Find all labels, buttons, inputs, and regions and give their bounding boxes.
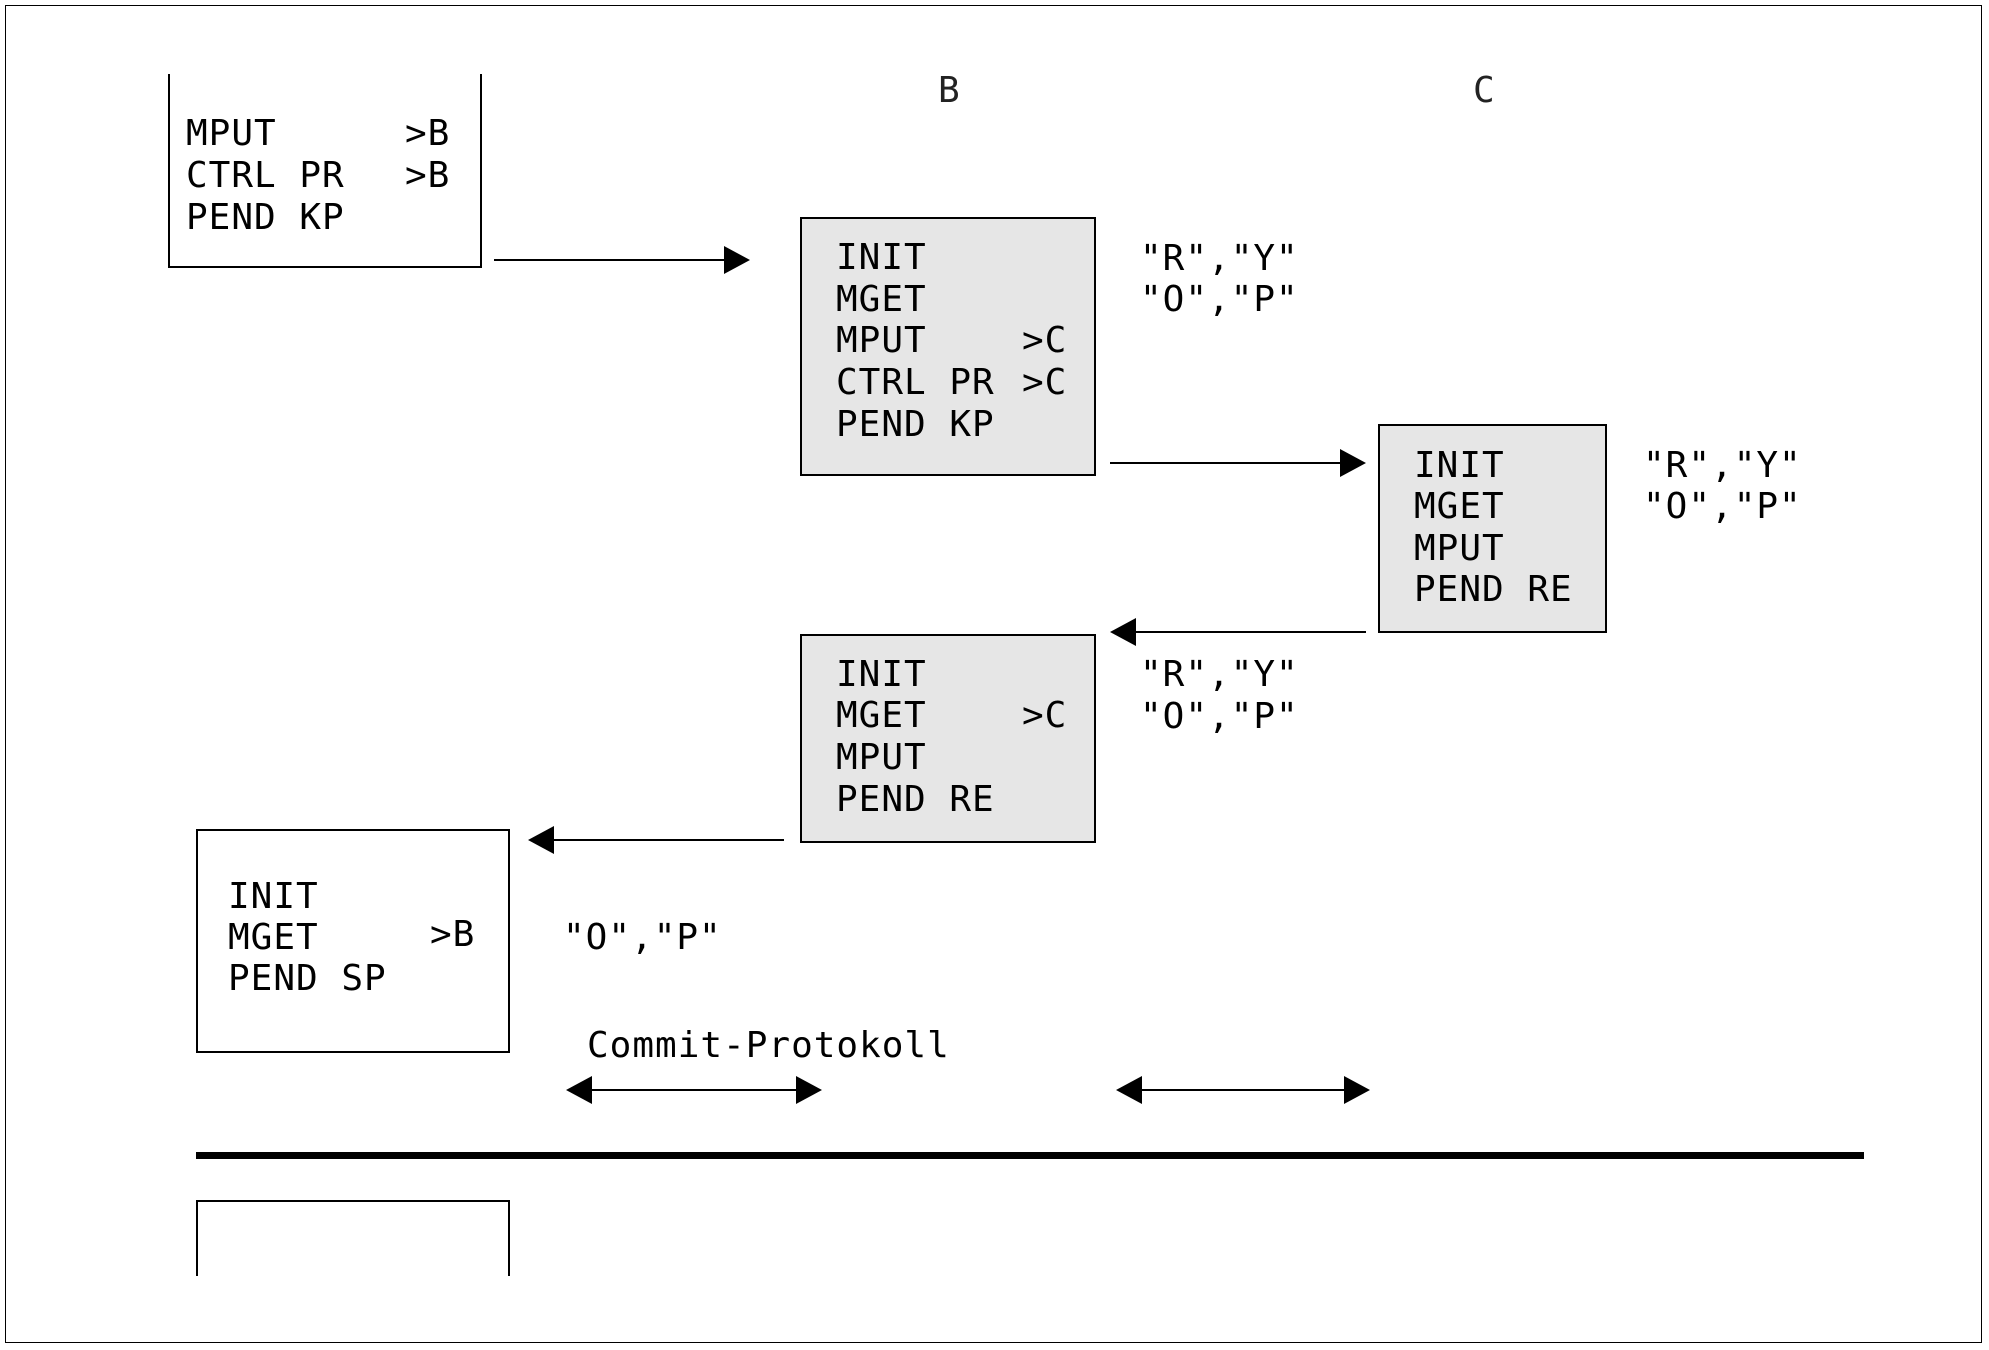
box-b-second-line-op: PEND RE [836, 779, 995, 820]
arrow-left [1110, 618, 1366, 646]
box-a-end-line-target: >B [430, 914, 476, 955]
box-a-end-status: "O","P" [563, 917, 722, 958]
column-label-b: B [938, 70, 960, 111]
box-b-first-status: "R","Y" [1140, 238, 1299, 279]
box-b-first-line-op: CTRL PR [836, 362, 995, 403]
process-box-c [1378, 424, 1607, 633]
process-box-a-end [196, 829, 510, 1053]
box-a-start-line-op: PEND KP [186, 197, 345, 238]
box-c-line-op: PEND RE [1414, 569, 1573, 610]
commit-double-arrow [566, 1076, 822, 1104]
box-c-status: "R","Y" [1643, 445, 1802, 486]
box-b-second-line-op: MGET [836, 695, 927, 736]
box-c-line-op: MGET [1414, 486, 1505, 527]
commit-double-arrow [1116, 1076, 1370, 1104]
arrow-right [494, 246, 750, 274]
box-c-line-op: MPUT [1414, 528, 1505, 569]
box-b-first-line-target: >C [1022, 362, 1068, 403]
box-b-second-line-op: INIT [836, 654, 927, 695]
separator-rule [196, 1152, 1864, 1159]
box-b-second-line-target: >C [1022, 695, 1068, 736]
box-b-first-line-op: PEND KP [836, 404, 995, 445]
process-box-b-second [800, 634, 1096, 843]
box-b-first-line-op: MPUT [836, 320, 927, 361]
box-a-end-line-op: PEND SP [228, 958, 387, 999]
box-a-start-line-op: CTRL PR [186, 155, 345, 196]
commit-protocol-label: Commit-Protokoll [587, 1025, 950, 1066]
box-a-end-line-op: MGET [228, 917, 319, 958]
box-a-start-line-target: >B [405, 155, 451, 196]
process-box-next [196, 1200, 510, 1276]
process-box-a-start [168, 74, 482, 268]
box-b-first-line-op: INIT [836, 237, 927, 278]
box-a-end-line-op: INIT [228, 876, 319, 917]
box-a-start-line-target: >B [405, 113, 451, 154]
column-label-c: C [1473, 70, 1495, 111]
box-c-status: "O","P" [1643, 486, 1802, 527]
box-a-start-line-op: MPUT [186, 113, 277, 154]
box-b-second-line-op: MPUT [836, 737, 927, 778]
box-b-first-line-target: >C [1022, 320, 1068, 361]
diagram-frame [5, 5, 1982, 1343]
box-b-second-status: "R","Y" [1140, 654, 1299, 695]
arrow-right [1110, 449, 1366, 477]
process-box-b-first [800, 217, 1096, 476]
box-b-second-status: "O","P" [1140, 696, 1299, 737]
box-b-first-line-op: MGET [836, 279, 927, 320]
arrow-left [528, 826, 784, 854]
box-c-line-op: INIT [1414, 445, 1505, 486]
box-b-first-status: "O","P" [1140, 279, 1299, 320]
